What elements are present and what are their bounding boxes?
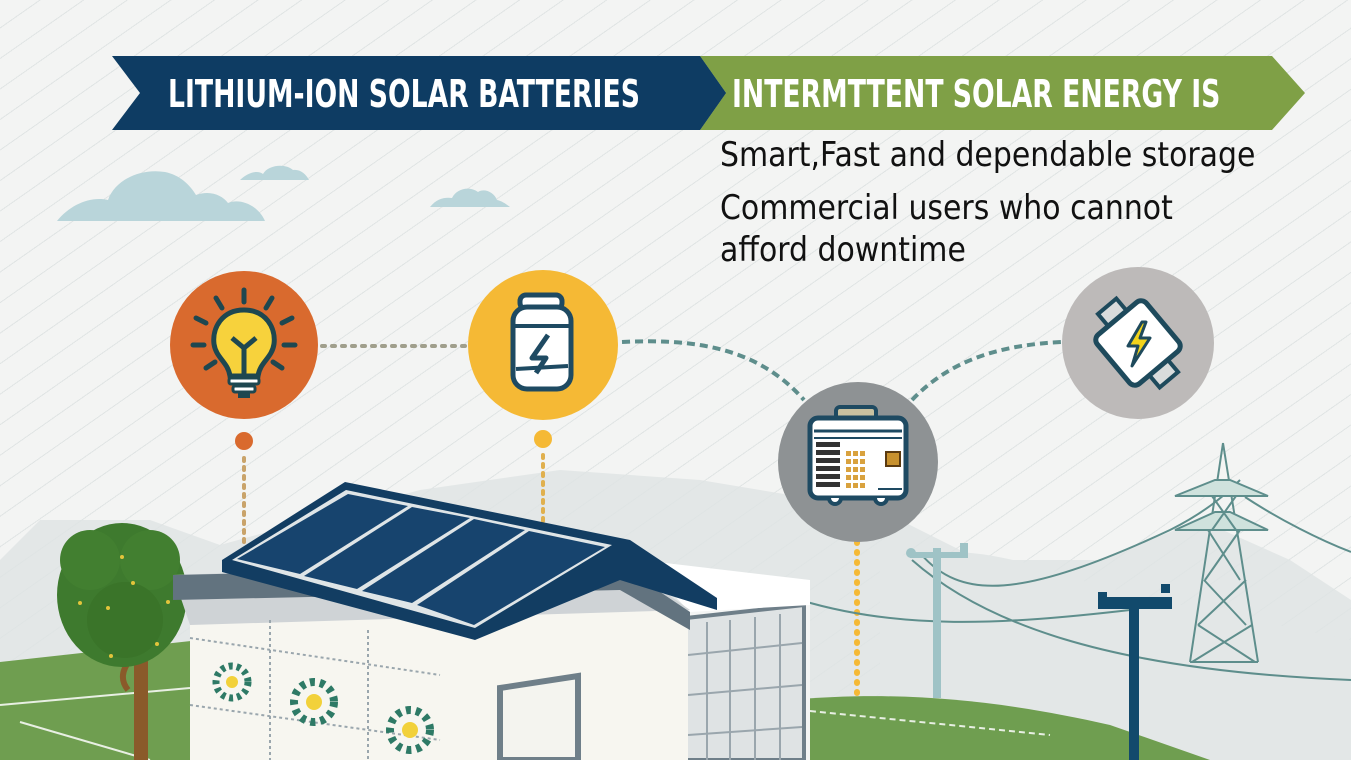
left-banner	[112, 56, 726, 130]
light-bulb-icon	[170, 271, 318, 419]
battery-icon	[468, 270, 618, 420]
right-banner	[700, 56, 1305, 130]
sun-emblem	[212, 662, 434, 754]
subtitle-line-3: afford downtime	[720, 230, 966, 270]
transmission-tower	[1174, 442, 1269, 663]
subtitle-line-2: Commercial users who cannot	[720, 188, 1173, 228]
utility-pole-light	[906, 543, 968, 698]
cloud-icon	[57, 165, 510, 221]
grass-right	[790, 696, 1210, 760]
banner-title-right: INTERMTTENT SOLAR ENERGY IS	[732, 72, 1221, 116]
utility-pole-dark	[1098, 584, 1172, 760]
subtitle-line-1: Smart,Fast and dependable storage	[720, 135, 1256, 175]
inverter-case-icon	[778, 382, 938, 542]
banner-title-left: LITHIUM-ION SOLAR BATTERIES	[168, 72, 640, 116]
tree-icon	[57, 523, 187, 760]
power-connector-icon	[1062, 267, 1214, 419]
solar-panel-roof	[222, 482, 717, 640]
power-poles	[799, 479, 1351, 681]
